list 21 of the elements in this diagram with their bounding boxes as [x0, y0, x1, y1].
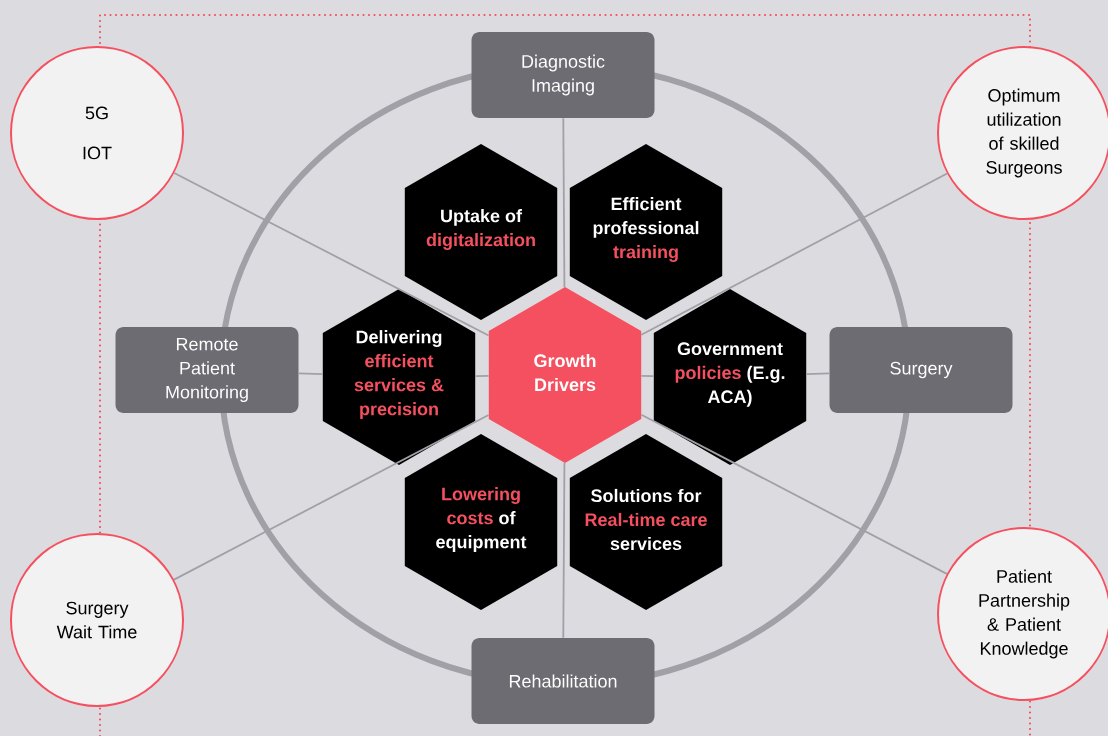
connector-line [297, 372, 324, 376]
connector-line [562, 462, 566, 639]
hexagon: Lowering costs of equipment [404, 434, 558, 610]
connector-line [474, 375, 490, 377]
connector-line [173, 172, 490, 337]
connector-line [805, 372, 831, 376]
hexagon: Growth Drivers [488, 287, 642, 463]
connector-line [173, 414, 490, 581]
hexagon: Solutions for Real-time care services [569, 434, 723, 610]
hexagon: Uptake of digitalization [404, 144, 558, 320]
rounded-box: Remote Patient Monitoring [115, 327, 299, 413]
connector-line [562, 117, 566, 288]
rounded-box: Surgery [829, 327, 1013, 413]
rounded-box: Rehabilitation [471, 638, 655, 724]
connector-line [640, 413, 948, 575]
hexagon: Efficient professional training [569, 144, 723, 320]
connector-line [640, 172, 948, 336]
hexagon: Government policies (E.g. ACA) [653, 289, 807, 465]
connector-line [640, 375, 655, 377]
rounded-box: Diagnostic Imaging [471, 32, 655, 118]
hexagon: Delivering efficient services & precision [322, 289, 476, 465]
